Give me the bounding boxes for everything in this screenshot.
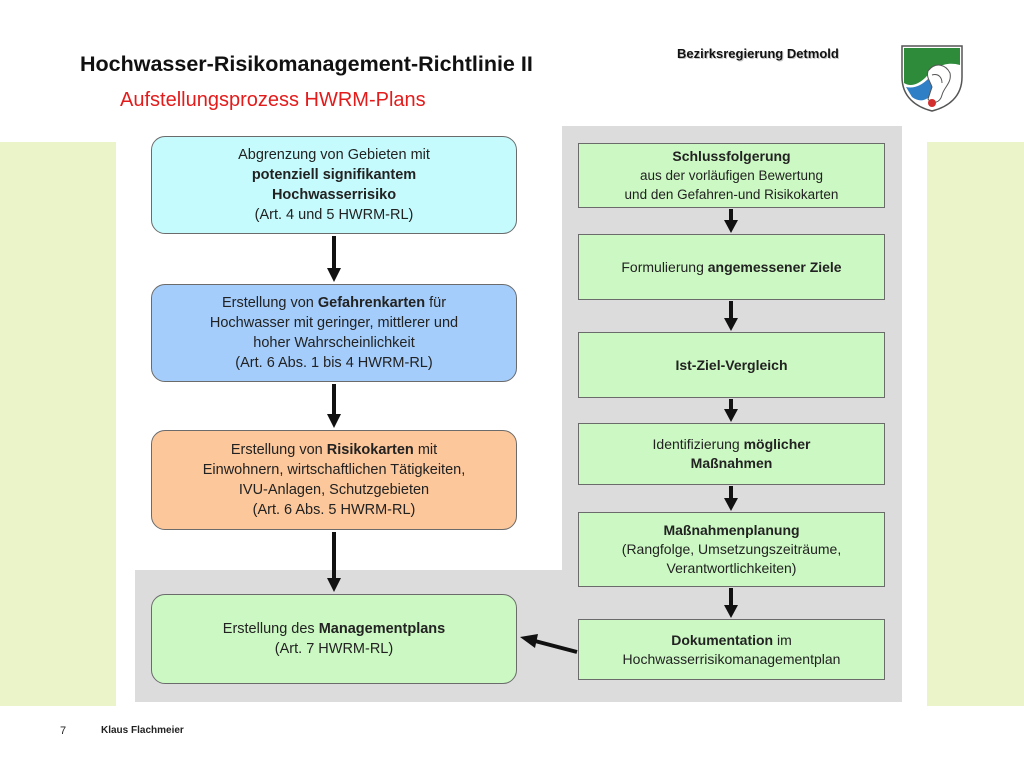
step5-title: Maßnahmenplanung bbox=[663, 522, 800, 538]
page-number: 7 bbox=[60, 725, 67, 737]
step5-line2: (Rangfolge, Umsetzungszeiträume, bbox=[621, 541, 842, 557]
step-identify-measures: Identifizierung möglicher Maßnahmen bbox=[578, 423, 885, 485]
flow-box-hazard-maps: Erstellung von Gefahrenkarten für Hochwa… bbox=[151, 284, 517, 382]
step3-bold: Ist-Ziel-Vergleich bbox=[675, 356, 788, 373]
box2-line1-pre: Erstellung von bbox=[221, 295, 318, 311]
slide-subtitle: Aufstellungsprozess HWRM-Plans bbox=[120, 89, 426, 111]
box3-line4: (Art. 6 Abs. 5 HWRM-RL) bbox=[252, 502, 416, 518]
step-formulate-goals: Formulierung angemessener Ziele bbox=[578, 234, 885, 300]
box3-line1-post: mit bbox=[413, 442, 438, 458]
left-decor-band bbox=[0, 142, 116, 706]
step-documentation: Dokumentation im Hochwasserrisikomanagem… bbox=[578, 619, 885, 680]
author-name: Klaus Flachmeier bbox=[101, 725, 184, 736]
right-decor-band bbox=[927, 142, 1024, 706]
step-conclusion: Schlussfolgerung aus der vorläufigen Bew… bbox=[578, 143, 885, 208]
box4-line1-pre: Erstellung des bbox=[222, 621, 319, 637]
step1-line2: aus der vorläufigen Bewertung bbox=[639, 168, 824, 183]
step4-pre: Identifizierung bbox=[652, 436, 744, 452]
step-measure-planning: Maßnahmenplanung (Rangfolge, Umsetzungsz… bbox=[578, 512, 885, 587]
box2-line4: (Art. 6 Abs. 1 bis 4 HWRM-RL) bbox=[235, 355, 433, 371]
arrow-box1-to-box2 bbox=[327, 236, 341, 282]
box2-line1-post: für bbox=[425, 295, 447, 311]
step4-bold: möglicher bbox=[743, 436, 811, 452]
step2-bold: angemessener Ziele bbox=[707, 258, 842, 275]
step6-line2: Hochwasserrisikomanagementplan bbox=[622, 650, 841, 667]
step-actual-target-comparison: Ist-Ziel-Vergleich bbox=[578, 332, 885, 398]
box1-line1: Abgrenzung von Gebieten mit bbox=[238, 147, 430, 163]
box2-line1-bold: Gefahrenkarten bbox=[317, 295, 426, 311]
flow-box-risk-maps: Erstellung von Risikokarten mit Einwohne… bbox=[151, 430, 517, 530]
box4-line2: (Art. 7 HWRM-RL) bbox=[274, 641, 394, 657]
arrow-box2-to-box3 bbox=[327, 384, 341, 428]
nrw-crest-icon bbox=[901, 45, 963, 112]
step6-post: im bbox=[773, 631, 792, 648]
box2-line3: hoher Wahrscheinlichkeit bbox=[253, 335, 415, 351]
step2-pre: Formulierung bbox=[621, 258, 708, 275]
organization-name: Bezirksregierung Detmold bbox=[677, 46, 839, 61]
box1-line3: Hochwasserrisiko bbox=[271, 187, 397, 203]
flow-box-management-plan: Erstellung des Managementplans (Art. 7 H… bbox=[151, 594, 517, 684]
step1-title: Schlussfolgerung bbox=[672, 148, 791, 164]
box3-line1-pre: Erstellung von bbox=[230, 442, 327, 458]
step6-bold: Dokumentation bbox=[671, 631, 774, 648]
box3-line1-bold: Risikokarten bbox=[326, 442, 414, 458]
box3-line3: IVU-Anlagen, Schutzgebieten bbox=[238, 482, 430, 498]
box2-line2: Hochwasser mit geringer, mittlerer und bbox=[209, 315, 459, 331]
step4-line2: Maßnahmen bbox=[690, 455, 773, 471]
box1-line4: (Art. 4 und 5 HWRM-RL) bbox=[254, 207, 414, 223]
box1-line2: potenziell signifikantem bbox=[251, 167, 417, 183]
slide-title: Hochwasser-Risikomanagement-Richtlinie I… bbox=[80, 52, 533, 76]
step1-line3: und den Gefahren-und Risikokarten bbox=[624, 187, 839, 202]
box3-line2: Einwohnern, wirtschaftlichen Tätigkeiten… bbox=[202, 462, 466, 478]
step5-line3: Verantwortlichkeiten) bbox=[666, 560, 797, 576]
box4-line1-bold: Managementplans bbox=[318, 621, 446, 637]
flow-box-risk-area-delineation: Abgrenzung von Gebieten mit potenziell s… bbox=[151, 136, 517, 234]
